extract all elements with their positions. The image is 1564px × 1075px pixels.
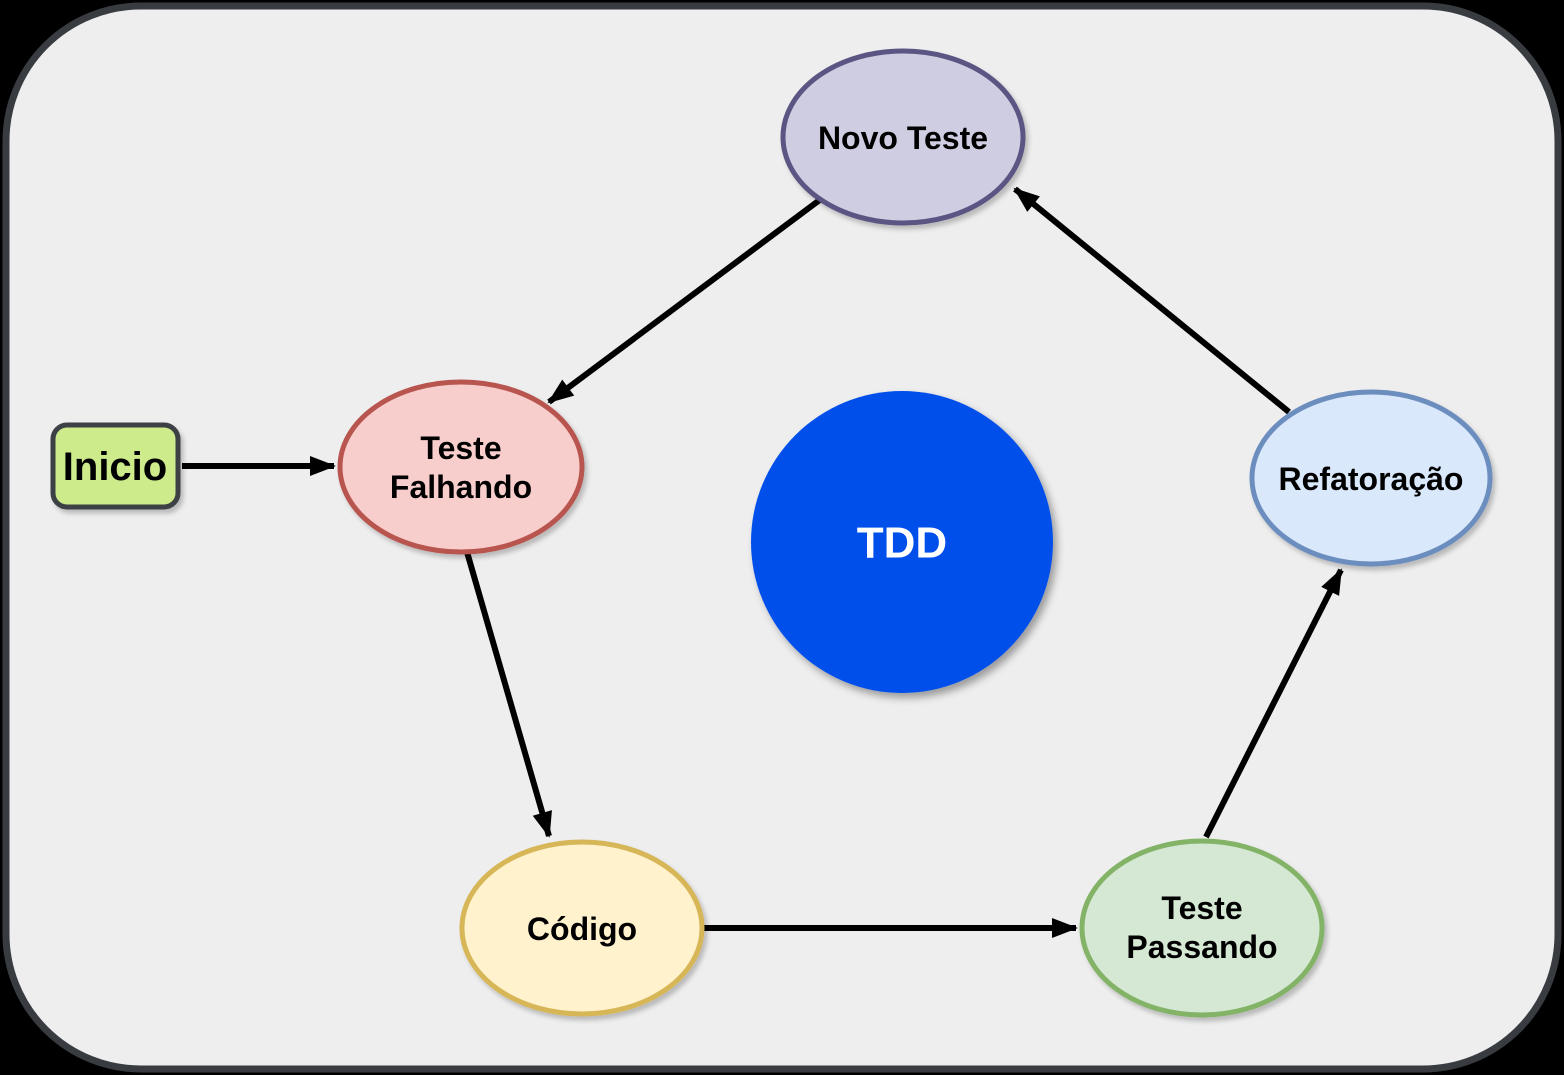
- teste-passando-shape[interactable]: [1079, 838, 1325, 1018]
- node-teste-falhando[interactable]: Teste Falhando: [337, 379, 585, 555]
- codigo-shape[interactable]: [459, 839, 705, 1017]
- edge-refatoracao-to-novo-teste[interactable]: [1013, 186, 1291, 415]
- refatoracao-shape[interactable]: [1249, 389, 1493, 567]
- teste-passando-label-line2: Passando: [1126, 929, 1277, 965]
- teste-falhando-label-line1: Teste: [420, 430, 501, 466]
- codigo-label: Código: [527, 911, 637, 947]
- edge-teste-passando-to-refatoracao[interactable]: [1203, 568, 1344, 839]
- inicio-shape[interactable]: [50, 422, 181, 510]
- node-novo-teste[interactable]: Novo Teste: [780, 48, 1026, 226]
- tdd-shape[interactable]: [751, 391, 1053, 693]
- inicio-label: Inicio: [63, 445, 167, 489]
- node-teste-passando[interactable]: Teste Passando: [1079, 838, 1325, 1018]
- novo-teste-shape[interactable]: [780, 48, 1026, 226]
- teste-falhando-label-line2: Falhando: [390, 469, 532, 505]
- node-refatoracao[interactable]: Refatoração: [1249, 389, 1493, 567]
- node-codigo[interactable]: Código: [459, 839, 705, 1017]
- node-inicio[interactable]: Inicio: [50, 422, 181, 510]
- edge-novo-teste-to-teste-falhando[interactable]: [547, 196, 823, 405]
- teste-passando-label-line1: Teste: [1161, 890, 1242, 926]
- refatoracao-label: Refatoração: [1279, 461, 1464, 497]
- edges-layer: [182, 186, 1344, 938]
- tdd-label: TDD: [857, 519, 947, 568]
- teste-falhando-shape[interactable]: [337, 379, 585, 555]
- novo-teste-label: Novo Teste: [818, 120, 988, 156]
- edge-teste-falhando-to-codigo[interactable]: [464, 551, 552, 838]
- node-tdd[interactable]: TDD: [751, 391, 1053, 693]
